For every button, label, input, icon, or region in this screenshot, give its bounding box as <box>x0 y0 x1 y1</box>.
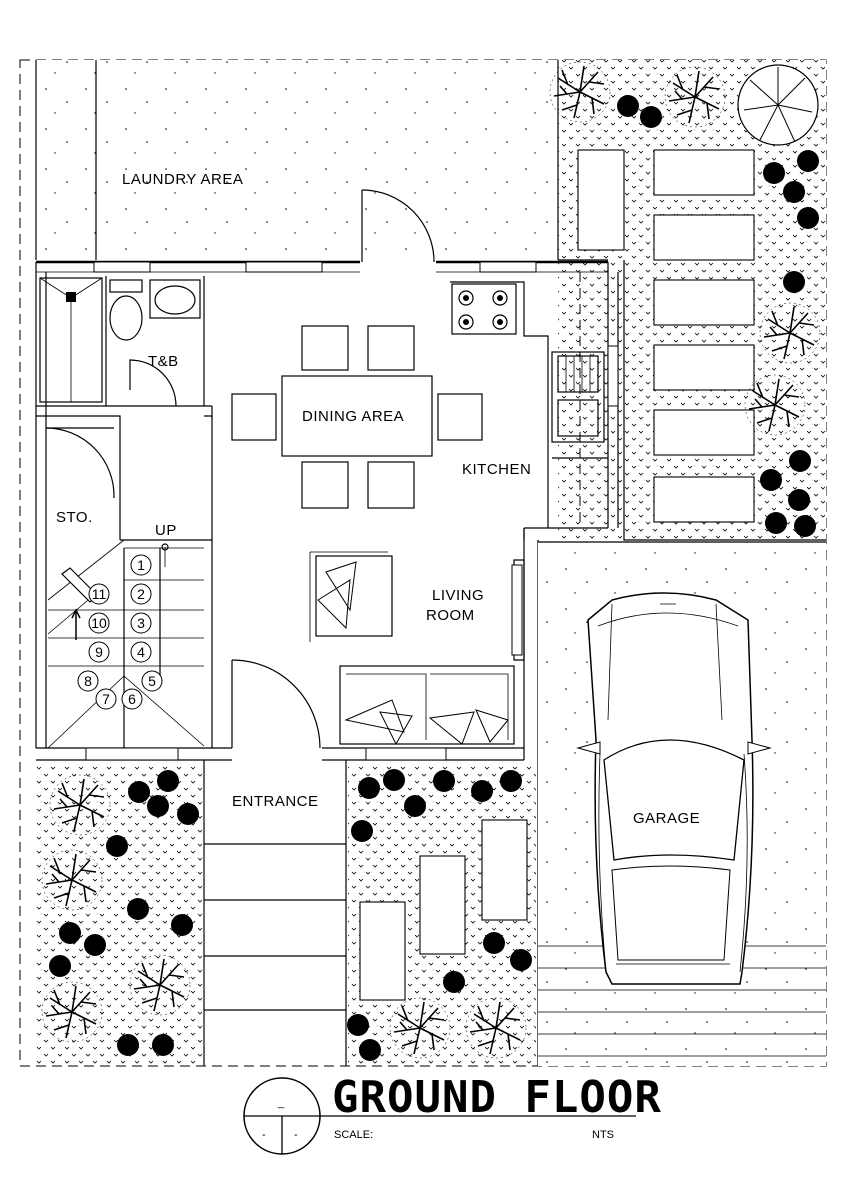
entrance-door <box>231 659 321 749</box>
laundry-door <box>361 189 435 263</box>
stair-step-marker <box>130 641 152 663</box>
kitchen-label: KITCHEN <box>462 461 531 478</box>
symbol-right: - <box>294 1129 298 1141</box>
storage-label: STO. <box>56 509 93 526</box>
windows <box>85 261 619 761</box>
title-block: _ - - GROUND FLOOR SCALE: NTS <box>243 1072 662 1155</box>
entrance-label: ENTRANCE <box>232 793 319 810</box>
laundry-walls <box>35 60 97 260</box>
stair-step-number: 9 <box>95 644 103 660</box>
toilet-bath: T&B <box>36 276 213 418</box>
shrubs-front <box>347 769 532 1061</box>
stair-step-marker <box>88 583 110 605</box>
dining-label: DINING AREA <box>302 408 404 425</box>
stepping-stones-right <box>577 149 755 523</box>
symbol-left: - <box>262 1129 266 1141</box>
scale-label: SCALE: <box>334 1129 373 1141</box>
scale-value: NTS <box>592 1129 614 1141</box>
stair-step-number: 4 <box>137 644 145 660</box>
stair-step-marker <box>130 583 152 605</box>
tb-label: T&B <box>148 353 179 370</box>
stair-step-number: 1 <box>137 557 145 573</box>
stair-step-number: 5 <box>148 673 156 689</box>
trees-right <box>549 61 821 436</box>
stair-step-number: 11 <box>92 586 107 602</box>
stair-step-number: 2 <box>137 586 145 602</box>
stair-step-marker <box>88 641 110 663</box>
left-garden <box>36 764 202 1064</box>
garage-label: GARAGE <box>633 810 700 827</box>
stair-step-number: 3 <box>137 615 145 631</box>
stair-step-marker <box>141 670 163 692</box>
garage: GARAGE <box>538 541 826 1066</box>
stair-step-marker <box>130 612 152 634</box>
stair-step-number: 10 <box>91 615 107 631</box>
stepping-stones-front <box>359 819 528 1001</box>
entrance-steps: ENTRANCE <box>204 793 346 1011</box>
garden-edge <box>557 60 826 541</box>
laundry-label: LAUNDRY AREA <box>122 171 243 188</box>
section-mark: _ <box>277 1097 285 1109</box>
dining-set: DINING AREA <box>231 325 483 509</box>
stair-step-number: 6 <box>128 691 136 707</box>
stair-numbers: 1 2 3 456 789 10 11 <box>77 554 163 710</box>
stair-step-marker <box>121 688 143 710</box>
drawing-title: GROUND FLOOR <box>332 1072 662 1123</box>
stair-step-marker <box>88 612 110 634</box>
stair-step-marker <box>77 670 99 692</box>
stair-step-marker <box>130 554 152 576</box>
up-label: UP <box>155 522 177 539</box>
stair-step-number: 7 <box>102 691 110 707</box>
stair-step-number: 8 <box>84 673 92 689</box>
laundry-floor <box>36 60 558 260</box>
shrubs-right <box>617 95 819 537</box>
kitchen: KITCHEN <box>450 272 608 528</box>
shrubs-left <box>49 770 199 1056</box>
stair-step-marker <box>95 688 117 710</box>
